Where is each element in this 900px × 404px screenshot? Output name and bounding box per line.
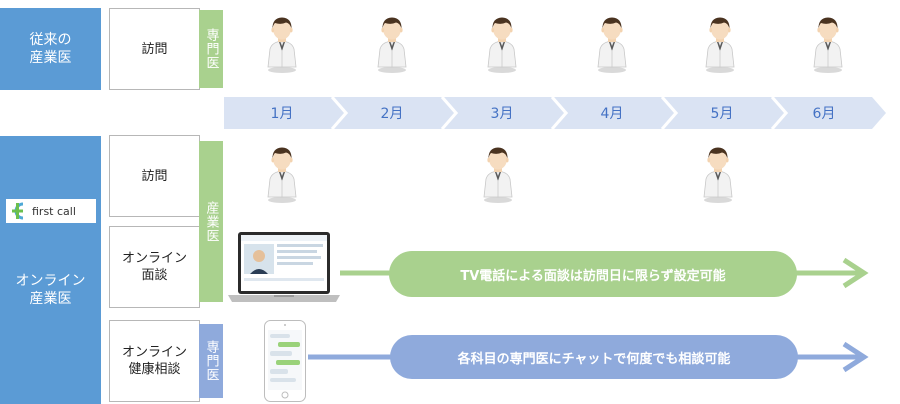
online-senmon-tag: 専門医 (199, 324, 223, 398)
first-call-logo-text: first call (32, 204, 76, 218)
timeline-segment-2 (334, 97, 456, 129)
timeline-segment-4 (554, 97, 676, 129)
traditional-senmon-tag: 専門医 (199, 10, 223, 88)
online-interview-box: オンライン 面談 (109, 226, 200, 308)
doctor-icon (372, 10, 412, 76)
doctor-icon (808, 10, 848, 76)
doctor-icon (592, 10, 632, 76)
timeline-segment-3 (444, 97, 566, 129)
online-consult-box: オンライン 健康相談 (109, 320, 200, 402)
timeline-segment-1 (224, 97, 346, 129)
month-4: 4月 (600, 106, 624, 122)
doctor-icon (478, 140, 518, 206)
tv-call-message: TV電話による面談は訪問日に限らず設定可能 (389, 251, 797, 297)
online-visit-box: 訪問 (109, 135, 200, 217)
online-sangyoui-tag: 産業医 (199, 141, 223, 302)
month-2: 2月 (380, 106, 404, 122)
category-traditional: 従来の 産業医 (0, 8, 101, 90)
chat-message: 各科目の専門医にチャットで何度でも相談可能 (390, 335, 798, 379)
doctor-icon (262, 140, 302, 206)
first-call-logo-icon (12, 202, 24, 220)
month-6: 6月 (812, 106, 836, 122)
laptop-icon (228, 232, 340, 302)
doctor-icon (482, 10, 522, 76)
timeline (224, 97, 886, 129)
smartphone-icon (264, 320, 306, 402)
timeline-segment-6 (774, 97, 886, 129)
traditional-visit-box: 訪問 (109, 8, 200, 90)
month-1: 1月 (270, 106, 294, 122)
first-call-logo: first call (6, 199, 96, 223)
doctor-icon (700, 10, 740, 76)
doctor-icon (262, 10, 302, 76)
doctor-icon (698, 140, 738, 206)
category-online: オンライン 産業医 (0, 136, 101, 404)
month-3: 3月 (490, 106, 514, 122)
timeline-segment-5 (664, 97, 786, 129)
month-5: 5月 (710, 106, 734, 122)
